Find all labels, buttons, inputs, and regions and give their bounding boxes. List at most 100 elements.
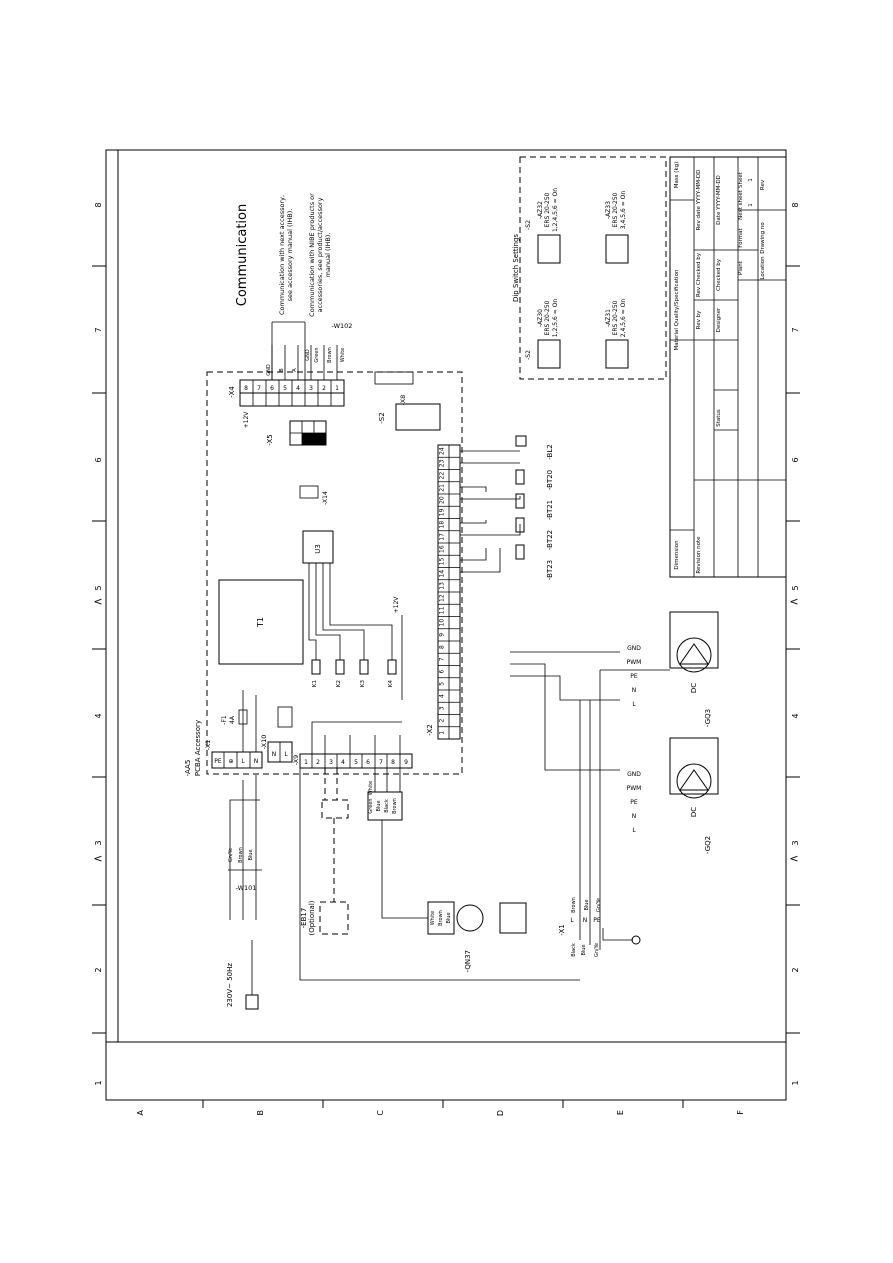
sensor-bt21: -BT21 [546, 500, 554, 520]
gq3-sig-l: L [632, 701, 636, 708]
wire-gnye: Gn/Ye [228, 848, 234, 862]
dip-az32-name: -AZ32 [537, 201, 544, 219]
sensor-bl2: -BL2 [546, 444, 554, 459]
pump-gq2-dc: DC [690, 807, 698, 817]
arrow-mark-3-left: < [93, 852, 102, 865]
x9-pin-4: 4 [341, 759, 345, 766]
x2-pin-13: 13 [439, 582, 446, 590]
ext-x1-pin-n: N [583, 917, 588, 924]
supply-label: 230V~ 50Hz [226, 963, 234, 1007]
u3-relay-wires [308, 563, 393, 660]
outer-frame [105, 149, 787, 1101]
row-f: F [736, 1110, 745, 1115]
x2-terminal: -X2 123456789101112131415161718192021222… [426, 444, 461, 740]
pump-gq3: DC -GQ3 GND PWM PE N L [510, 611, 719, 727]
col-7-right: 7 [791, 327, 800, 332]
x4-pin-7: 7 [257, 385, 261, 392]
x2-pin-19: 19 [439, 508, 446, 516]
col-3-right: 3 [791, 840, 800, 845]
dip-az32-switch [537, 234, 561, 264]
x14-label: -X14 [322, 491, 329, 505]
x1-pin-l: L [241, 758, 245, 765]
valve-name: -QN37 [464, 950, 472, 972]
col-6-left: 6 [94, 457, 103, 462]
pump-gq3-dc: DC [690, 683, 698, 693]
relay-k4: K4 [388, 680, 394, 688]
tb-rev-checked: Rev Checked by [696, 252, 702, 297]
tb-rev-date: Rev date YYYY-MM-DD [696, 170, 702, 231]
x14-connector: -X14 [299, 485, 329, 505]
col-8-right: 8 [791, 202, 800, 207]
x10-label: -X10 [260, 735, 268, 750]
row-markers: A B C D E F [136, 1100, 745, 1116]
heater-optional: (Optional) [308, 900, 316, 935]
power-supply: 230V~ 50Hz -W101 Gn/Ye Brown Blue [226, 768, 580, 1010]
x2-pin-5: 5 [439, 682, 446, 686]
col-2-right: 2 [791, 967, 800, 972]
x2-pin-1: 1 [439, 731, 446, 735]
tb-location: Location [760, 256, 766, 280]
wire-brown: Brown [238, 847, 244, 863]
u3-label: U3 [314, 544, 322, 554]
comm-note-5: manual (IHB). [324, 233, 332, 278]
x2-pin-17: 17 [439, 533, 446, 541]
x9-pin-3: 3 [329, 759, 333, 766]
x2-pin-14: 14 [439, 570, 446, 578]
ext-x1-label: -X1 [558, 924, 566, 935]
x2-pin-3: 3 [439, 706, 446, 710]
x1-terminal: -X1 PE ⊕ L N -F1 4A [204, 690, 263, 769]
col-3-left: 3 [94, 840, 103, 845]
x5-label: -X5 [266, 434, 274, 445]
x9-pin-6: 6 [366, 759, 370, 766]
title-block: Mass (kg) Material Quality/Specification… [669, 156, 787, 578]
external-x1: -X1 Black Blue Gn/Ye Brown Blue Gn/Ye L … [558, 897, 641, 957]
ext-x1-wire-brown2: Brown [571, 897, 577, 913]
dip-az31-name: -AZ31 [605, 309, 612, 327]
x5-terminal: -X5 [266, 420, 327, 446]
gq3-sig-pe: PE [630, 673, 638, 680]
x2-pin-2: 2 [439, 719, 446, 723]
x1-label: -X1 [204, 740, 212, 751]
ext-x1-wire-blue: Blue [581, 944, 587, 955]
x10-pin-l: L [284, 751, 288, 758]
x10-pin-n: N [272, 751, 277, 758]
pump-gq2: DC -GQ2 GND PWM PE N L [510, 663, 719, 950]
heater-eb17: -EB17 (Optional) [300, 768, 349, 936]
x1-pin-pe: PE [214, 758, 222, 765]
x2-pin-10: 10 [439, 619, 446, 627]
tb-designer: Designer [716, 307, 722, 332]
tb-rev-by: Rev by [696, 310, 702, 329]
relay-coils: K1 K2 K3 K4 +12V [311, 596, 403, 700]
tb-mass: Mass (kg) [674, 162, 680, 189]
dip-az32-model: ERS 20-250 [544, 192, 551, 227]
tb-status: Status [716, 409, 722, 427]
x4-pin-2: 2 [322, 385, 326, 392]
comm-note-3: Communication with NIBE products or [308, 193, 316, 317]
tb-format: Format [738, 227, 744, 247]
x9-wire-white: White [368, 781, 374, 796]
col-5-right: 5 [791, 585, 800, 590]
x2-pin-12: 12 [439, 594, 446, 602]
dip-az32-on: 1,2,4,5,6 = On [552, 188, 559, 232]
tb-plant: Plant [738, 260, 744, 275]
dip-s2-a: -S2 [525, 220, 532, 230]
ext-x1-pin-pe: PE [593, 917, 601, 924]
pcba-label: PCBA Accessory [194, 720, 202, 776]
arrow-mark-5-left: < [93, 595, 102, 608]
col-5-left: 5 [94, 585, 103, 590]
x4-pin-6: 6 [270, 385, 274, 392]
dip-az33-switch [605, 234, 629, 264]
dip-az31-on: 2,4,5,6 = On [620, 299, 627, 338]
x9-pin-7: 7 [379, 759, 383, 766]
dip-s2-b: -S2 [525, 350, 532, 360]
col-4-right: 4 [791, 713, 800, 718]
x4-sig-green: Green [314, 347, 320, 362]
x2-pin-18: 18 [439, 521, 446, 529]
gq2-sig-gnd: GND [627, 771, 641, 778]
dip-az33-model: ERS 20-250 [612, 192, 619, 227]
sensor-bt20: -BT20 [546, 470, 554, 490]
communication-section: Communication Communication with next ac… [235, 193, 352, 380]
valve-wire-blue: Blue [446, 912, 452, 923]
dip-az30-model: ERS 20-250 [544, 300, 551, 335]
x2-pin-23: 23 [439, 459, 446, 467]
